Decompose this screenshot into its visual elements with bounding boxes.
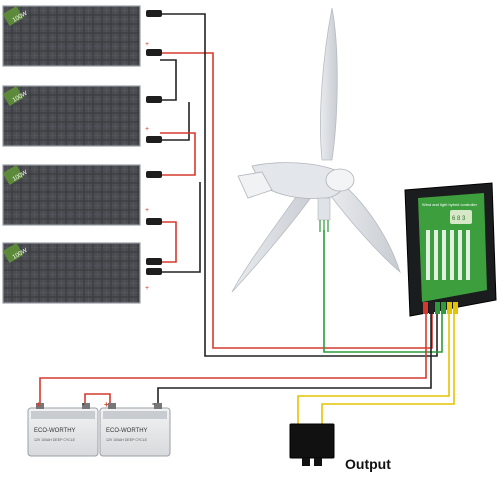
battery-brand: ECO-WORTHY	[106, 428, 148, 434]
solar-panel-1: 100W	[2, 5, 141, 67]
turbine-mount	[317, 197, 331, 221]
battery-model: 12V 100AH DEEP CYCLE	[34, 438, 76, 442]
turbine-blade-right	[327, 177, 401, 274]
svg-text:+: +	[145, 126, 149, 133]
mc4-connectors	[146, 10, 162, 275]
battery-brand: ECO-WORTHY	[34, 428, 76, 434]
battery-positive-wire	[39, 312, 427, 410]
panel-3-positive-wire	[160, 132, 196, 176]
svg-text:-: -	[152, 399, 155, 408]
svg-text:+: +	[104, 400, 109, 409]
turbine-leads	[319, 220, 329, 232]
controller-title: Wind and light hybrid controller	[422, 202, 478, 207]
turbine-tail	[237, 171, 273, 199]
solar-panel-4: 100W	[2, 242, 141, 304]
battery-2: ECO-WORTHY 12V 100AH DEEP CYCLE	[99, 403, 171, 457]
controller-display-text: 6 8 3	[452, 216, 466, 222]
battery-model: 12V 100AH DEEP CYCLE	[106, 438, 148, 442]
svg-text:+: +	[145, 285, 149, 292]
wiring	[39, 13, 455, 425]
turbine-hub	[325, 168, 355, 192]
panel-3-negative-wire	[160, 221, 177, 263]
panel-2-negative-wire	[160, 59, 177, 101]
hybrid-controller: Wind and light hybrid controller 6 8 3	[404, 182, 497, 317]
controller-indicator-bars	[426, 230, 470, 280]
battery-link-wire	[84, 393, 111, 408]
panel-1-positive-wire	[160, 52, 433, 349]
controller-display	[450, 210, 472, 224]
svg-text:+: +	[36, 400, 41, 409]
solar-panel-3: 100W	[2, 164, 141, 226]
svg-text:-: -	[82, 399, 85, 408]
turbine-blade-top	[320, 7, 338, 161]
output-load: Output	[289, 423, 391, 472]
turbine-blade-left	[231, 179, 319, 293]
output-positive-wire	[297, 312, 450, 425]
svg-text:+: +	[145, 207, 149, 214]
solar-panels: 100W 100W 100W 100W +	[2, 5, 162, 304]
controller-terminals	[423, 302, 458, 314]
output-label: Output	[345, 456, 391, 472]
panel-2-positive-wire	[160, 102, 190, 141]
wind-turbine	[231, 7, 401, 293]
turbine-wire	[323, 230, 443, 353]
output-negative-wire	[321, 312, 455, 425]
batteries: ECO-WORTHY 12V 100AH DEEP CYCLE ECO-WORT…	[27, 399, 171, 457]
output-load-box	[289, 423, 335, 459]
battery-negative-wire	[157, 312, 432, 405]
solar-panel-2: 100W	[2, 85, 141, 147]
battery-1: ECO-WORTHY 12V 100AH DEEP CYCLE	[27, 403, 99, 457]
panel-1-negative-wire	[160, 13, 438, 357]
svg-text:+: +	[145, 41, 149, 48]
panel-polarity-marks: + + + +	[145, 41, 149, 292]
panel-4-wire	[160, 182, 201, 273]
battery-polarity-marks: + - + -	[36, 399, 155, 409]
